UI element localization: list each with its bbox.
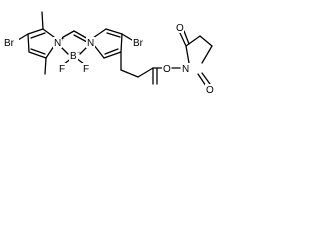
bond xyxy=(41,11,44,30)
atom-f-right: F xyxy=(83,64,89,75)
bond xyxy=(28,51,47,59)
bond xyxy=(30,48,46,55)
bond xyxy=(30,32,46,39)
bond xyxy=(73,34,88,43)
atom-boron: B xyxy=(70,51,77,62)
bond xyxy=(106,32,121,38)
atom-n-left: N xyxy=(54,38,61,49)
atom-br-left: Br xyxy=(4,38,15,49)
bond xyxy=(120,69,139,78)
bond xyxy=(121,33,133,41)
charge-plus: + xyxy=(61,37,65,43)
atom-o-top: O xyxy=(176,23,184,34)
bond xyxy=(199,35,213,47)
atom-f-left: F xyxy=(59,64,65,75)
bond xyxy=(201,72,211,85)
bond xyxy=(27,33,30,53)
atom-n-right: N xyxy=(87,38,94,49)
atom-labels: Br N + N B − F F Br O N O O xyxy=(3,22,214,96)
bond xyxy=(185,45,190,64)
bond xyxy=(183,30,190,45)
atom-br-right: Br xyxy=(133,38,144,49)
bond xyxy=(104,48,119,55)
bond xyxy=(17,33,29,41)
bond xyxy=(27,28,44,35)
bond xyxy=(120,33,123,53)
bond xyxy=(137,67,154,78)
bond xyxy=(197,73,207,87)
bond xyxy=(179,32,187,47)
chemical-structure: Br N + N B − F F Br O N O O xyxy=(3,11,214,96)
bonds xyxy=(17,11,213,87)
bond xyxy=(201,45,213,64)
atom-o-ester: O xyxy=(163,64,171,75)
bond xyxy=(105,28,123,35)
bond xyxy=(103,51,122,59)
charge-minus: − xyxy=(77,50,81,56)
bond xyxy=(44,57,47,75)
atom-o-bottom: O xyxy=(206,85,214,96)
atom-n-imide: N xyxy=(182,64,189,75)
bond xyxy=(185,35,201,47)
